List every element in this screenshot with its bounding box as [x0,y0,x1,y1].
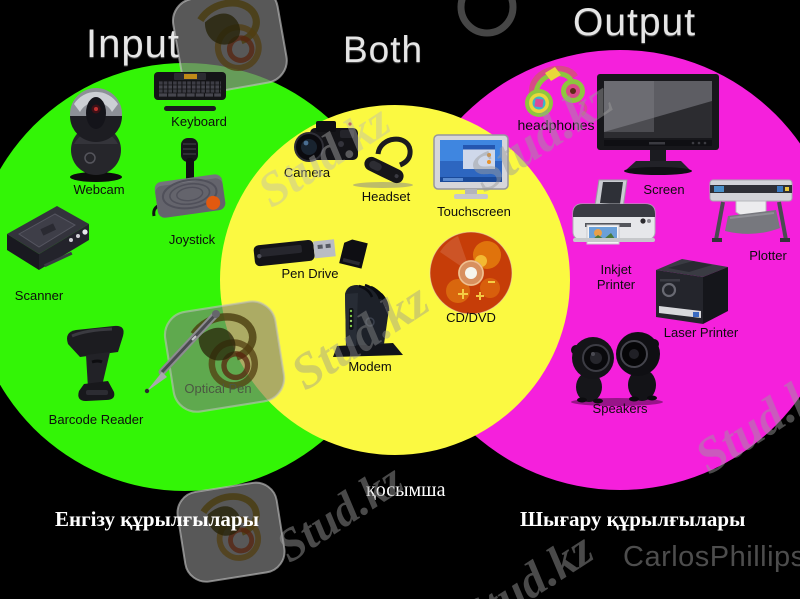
joystick-icon [150,134,230,220]
both-caption: қосымша [366,479,446,501]
headphones-label: headphones [517,117,595,133]
touchscreen-icon [431,133,511,201]
stud-kz-logo-icon [158,294,290,413]
headset-label: Headset [361,189,411,204]
keyboard-label: Keyboard [171,114,227,129]
credit-text: CarlosPhillips [623,541,800,573]
speakers-icon [562,330,672,406]
stud-kz-logo-icon [452,0,522,42]
optical-pen-icon [136,306,226,398]
stud-kz-logo-icon [171,476,291,587]
headphones-icon [515,61,595,123]
laser-printer-label: Laser Printer [663,325,739,340]
output-title: Output [573,1,697,44]
output-caption: Шығару құрылғылары [520,507,746,531]
stud-kz-watermark: Stud.kz [451,522,603,599]
joystick-label: Joystick [168,232,216,247]
speakers-label: Speakers [592,401,648,416]
camera-label: Camera [283,165,331,180]
pen-drive-label: Pen Drive [281,266,339,281]
input-caption: Енгізу құрылғылары [55,507,259,531]
pen-drive-icon [249,219,369,275]
inkjet-printer-label: Inkjet Printer [596,262,636,292]
screen-icon [593,72,723,176]
optical-pen-label: Optical Pen [184,381,252,396]
stud-kz-watermark: Stud.kz [267,453,412,572]
plotter-icon [708,174,794,248]
scanner-icon [1,194,93,284]
barcode-reader-label: Barcode Reader [48,412,144,427]
screen-label: Screen [643,182,685,197]
keyboard-icon [152,66,228,114]
both-title: Both [343,29,424,70]
scanner-label: Scanner [14,288,64,303]
webcam-label: Webcam [73,182,125,197]
inkjet-printer-icon [565,176,663,260]
touchscreen-label: Touchscreen [437,204,511,219]
headset-icon [350,132,416,190]
camera-icon [294,116,360,168]
cd-dvd-icon [428,230,514,316]
laser-printer-icon [646,246,738,328]
stud-kz-logo-icon [166,0,290,95]
barcode-reader-icon [56,324,140,406]
modem-icon [329,280,407,362]
webcam-icon [60,86,132,182]
modem-label: Modem [348,359,392,374]
cd-dvd-label: CD/DVD [446,310,496,325]
input-title: Input [86,22,180,66]
plotter-label: Plotter [749,248,787,263]
